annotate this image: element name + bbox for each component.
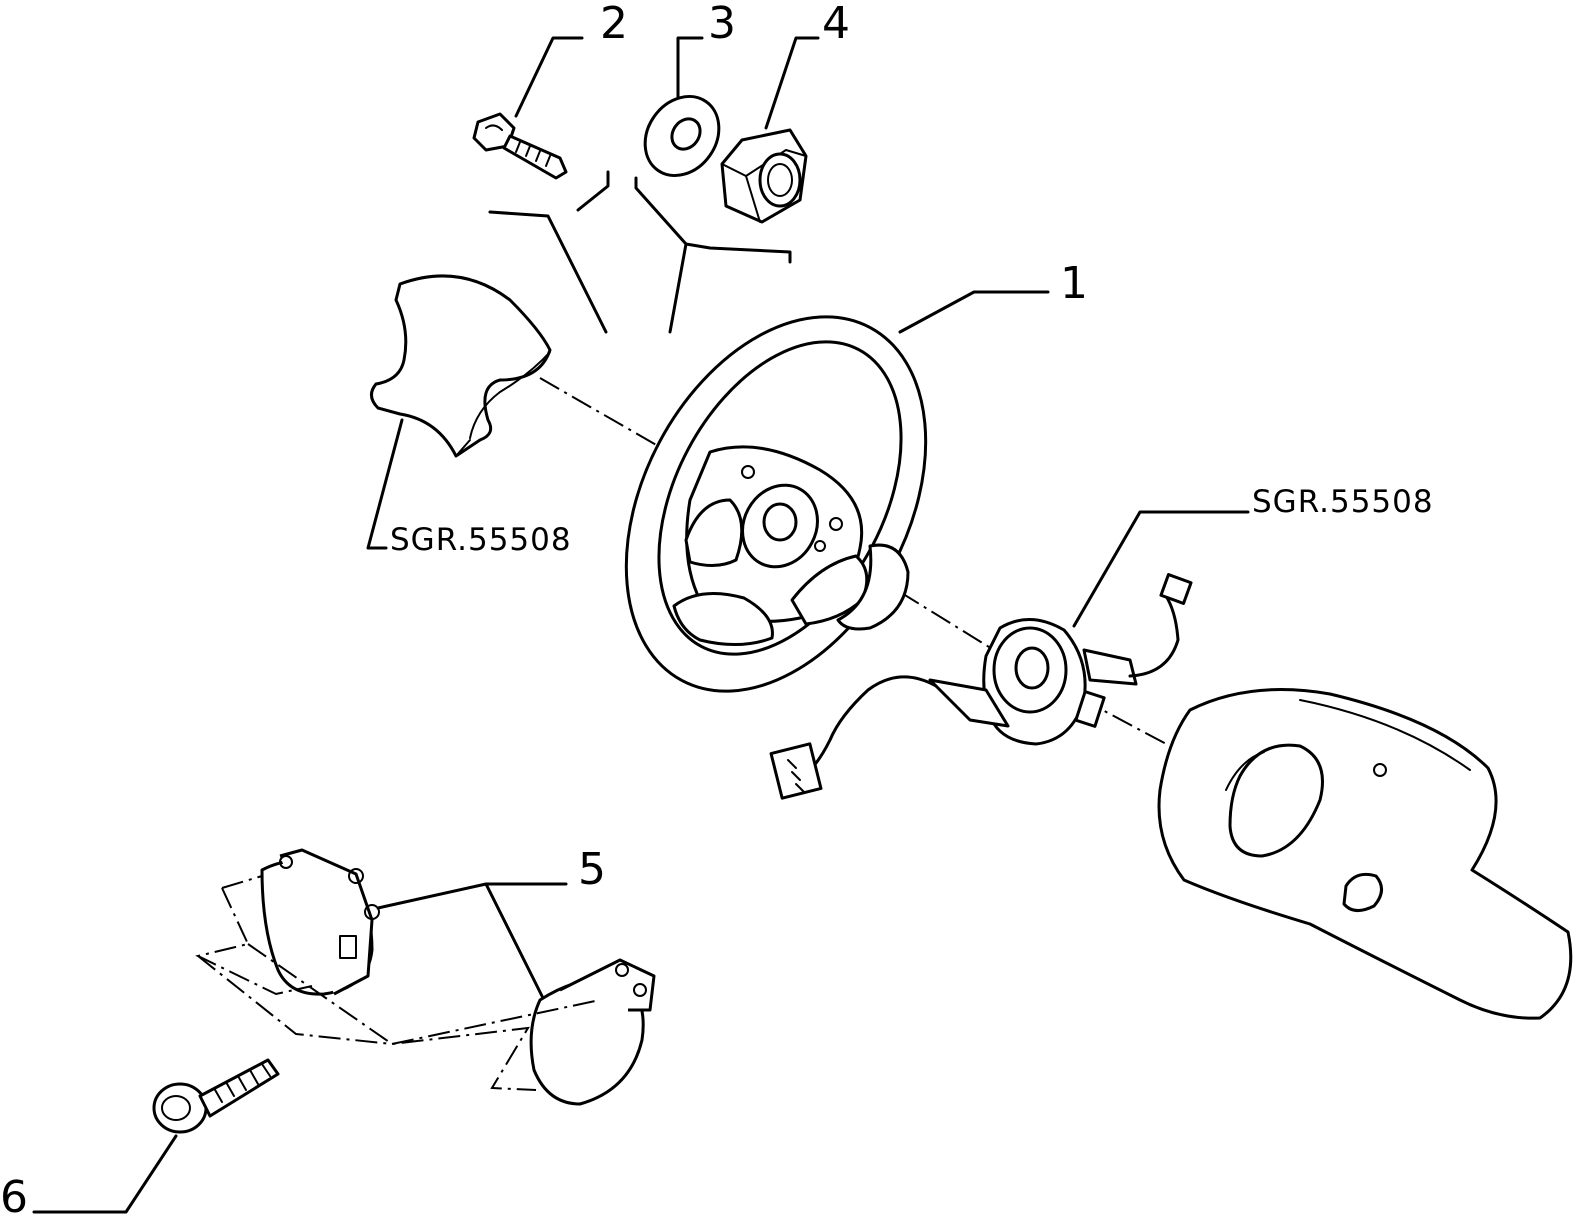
airbag-cover-part	[370, 274, 552, 458]
screw-part	[152, 1058, 280, 1134]
assembly-brackets	[488, 170, 792, 334]
callout-2: 2	[600, 0, 628, 49]
bolt-part	[472, 112, 568, 180]
horn-button-lower-part	[529, 958, 656, 1106]
horn-button-upper-part	[260, 848, 380, 996]
callout-5: 5	[578, 844, 606, 895]
callout-1: 1	[1060, 258, 1088, 309]
callout-ref-left: SGR.55508	[390, 522, 572, 558]
column-shroud-part	[1157, 688, 1573, 1020]
callout-3: 3	[708, 0, 736, 49]
nut-part	[720, 128, 808, 224]
callout-ref-right: SGR.55508	[1252, 484, 1434, 520]
assembly-paths-lower	[195, 875, 601, 1091]
callout-4: 4	[822, 0, 850, 49]
steering-wheel-part	[624, 315, 928, 693]
callout-6: 6	[0, 1172, 28, 1223]
washer-part	[643, 94, 721, 178]
leader-lines	[32, 36, 1250, 1214]
clock-spring-part	[769, 573, 1193, 800]
